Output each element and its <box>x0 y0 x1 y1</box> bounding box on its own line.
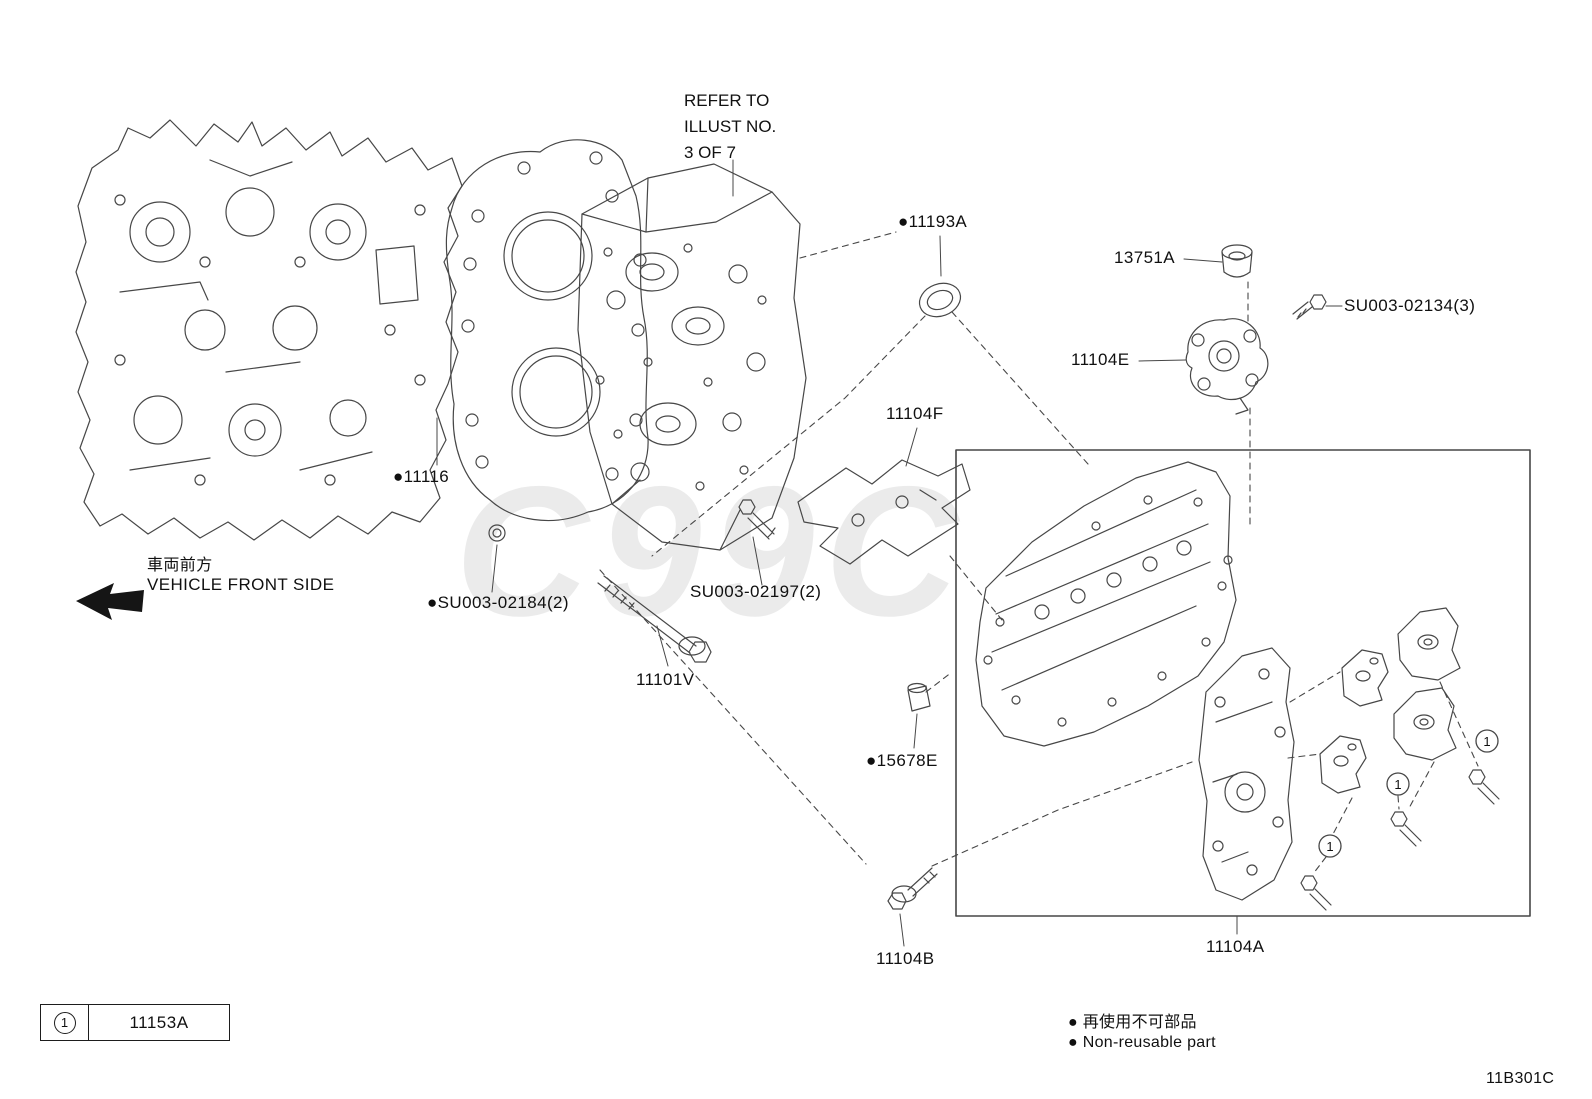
callout-1-number: 1 <box>1483 734 1490 749</box>
chain-cover-drawing <box>1198 647 1295 901</box>
part-label-su003-02197: SU003-02197(2) <box>690 582 822 601</box>
part-label-11101V: 11101V <box>636 670 695 689</box>
part-label-11193A: ●11193A <box>898 212 968 231</box>
diagram-code: 11B301C <box>1486 1070 1555 1087</box>
non-reusable-legend-jp: ● 再使用不可部品 <box>1068 1014 1197 1031</box>
bolt-su003-02134-drawing <box>1292 294 1327 320</box>
vehicle-front-arrow-icon <box>76 583 144 620</box>
callout-1-legend-marker: 1 <box>53 1011 76 1034</box>
bolt-su003-02197-drawing <box>738 499 776 540</box>
callout-legend-index-cell: 1 <box>41 1005 89 1040</box>
part-label-su003-02134: SU003-02134(3) <box>1344 296 1476 315</box>
oil-seal-drawing <box>918 282 962 318</box>
flange-11104E-drawing <box>1185 318 1269 415</box>
vehicle-front-label-jp: 車両前方 <box>147 557 213 574</box>
non-reusable-legend-en: ● Non-reusable part <box>1068 1034 1216 1051</box>
part-label-su003-02184: ●SU003-02184(2) <box>427 593 569 612</box>
mount-bracket-drawings <box>1319 607 1461 794</box>
engine-block-drawing <box>75 119 463 541</box>
pin-15678E-drawing <box>907 682 931 712</box>
o-ring-drawing <box>488 524 506 542</box>
part-label-11104A: 11104A <box>1206 937 1265 956</box>
refer-note-line: REFER TO <box>684 91 770 110</box>
head-bolt-11101V-drawing <box>597 575 712 663</box>
part-label-15678E: ●15678E <box>866 751 938 770</box>
part-label-11116: ●11116 <box>393 467 450 486</box>
bolt-11104B-drawing <box>887 867 938 910</box>
plug-drawing <box>1221 244 1253 278</box>
leader-lines <box>436 159 1343 947</box>
head-gasket-drawing <box>445 139 649 522</box>
assembly-group-box <box>955 449 1531 917</box>
callout-legend-table: 1 11153A <box>40 1004 230 1041</box>
part-label-13751A: 13751A <box>1114 248 1176 267</box>
refer-note: REFER TO ILLUST NO. 3 OF 7 <box>684 88 776 166</box>
callout-legend-part-cell: 11153A <box>129 1012 189 1032</box>
baffle-plate-11104F-drawing <box>797 459 971 565</box>
part-label-11104F: 11104F <box>886 404 944 423</box>
callout-1-number: 1 <box>1326 839 1333 854</box>
refer-note-line: 3 OF 7 <box>684 143 736 162</box>
refer-note-line: ILLUST NO. <box>684 117 777 136</box>
crankcase-11104A-drawing <box>975 461 1237 747</box>
callout-1-number: 1 <box>1394 777 1401 792</box>
callout-bolts-drawing <box>1300 769 1500 911</box>
part-label-11104E: 11104E <box>1071 350 1130 369</box>
watermark-logo: C99C <box>455 449 968 655</box>
callout-1-markers <box>1318 729 1499 858</box>
part-label-11104B: 11104B <box>876 949 935 968</box>
vehicle-front-label-en: VEHICLE FRONT SIDE <box>147 575 335 594</box>
